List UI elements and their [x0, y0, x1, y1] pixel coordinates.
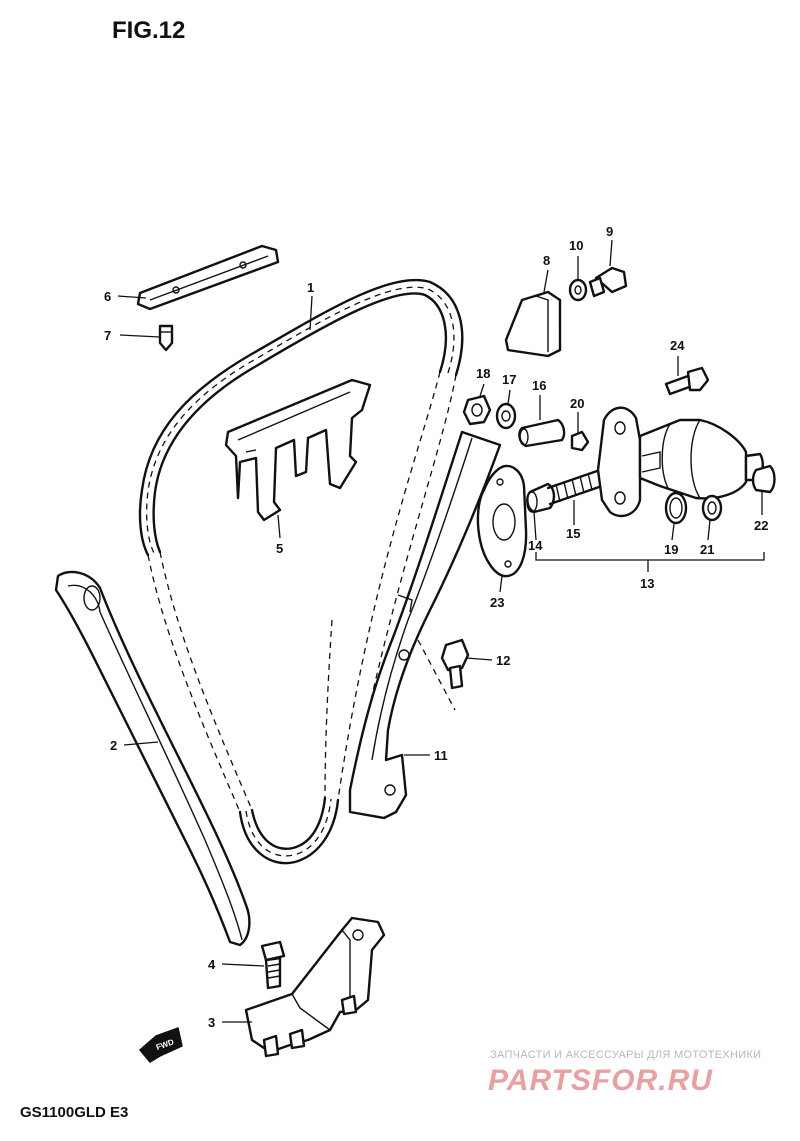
callout-2: 2: [110, 738, 117, 753]
callout-24: 24: [670, 338, 685, 353]
forward-arrow-icon: FWD: [138, 1027, 183, 1063]
watermark-tagline: ЗАПЧАСТИ И АКСЕССУАРЫ ДЛЯ МОТОТЕХНИКИ: [490, 1049, 761, 1061]
part-17-washer: [495, 402, 517, 430]
part-7-bolt: [158, 324, 174, 352]
part-24-bolt: [664, 366, 710, 396]
callout-5: 5: [276, 541, 283, 556]
callout-14: 14: [528, 538, 543, 553]
part-4-bolt: [260, 940, 286, 990]
callout-leaders: [117, 239, 765, 1023]
callout-10: 10: [569, 238, 583, 253]
callout-18: 18: [476, 366, 490, 381]
part-2-tensioner-blade: [54, 570, 251, 947]
callout-7: 7: [104, 328, 111, 343]
callout-4: 4: [208, 957, 216, 972]
callout-6: 6: [104, 289, 111, 304]
callout-11: 11: [434, 748, 448, 763]
part-12-bolt: [417, 638, 470, 711]
part-6-guide-plate: [136, 244, 280, 311]
part-22-cap: [751, 464, 776, 494]
part-16-pin: [518, 418, 566, 448]
part-20-cap: [570, 430, 590, 452]
part-13-tensioner-body: [596, 406, 764, 518]
part-9-bolt: [588, 266, 628, 298]
callout-8: 8: [543, 253, 550, 268]
callout-17: 17: [502, 372, 516, 387]
part-19-o-ring: [664, 491, 688, 525]
part-8-cap: [504, 290, 562, 358]
model-label: GS1100GLD E3: [20, 1104, 128, 1121]
watermark: ЗАПЧАСТИ И АКСЕССУАРЫ ДЛЯ МОТОТЕХНИКИ PA…: [488, 1049, 761, 1097]
part-5-upper-guide: [224, 378, 372, 522]
callout-1: 1: [307, 280, 314, 295]
part-23-gasket: [476, 464, 528, 578]
part-21-seal: [701, 494, 723, 522]
callout-20: 20: [570, 396, 584, 411]
part-1-cam-chain: [138, 278, 464, 865]
callout-3: 3: [208, 1015, 215, 1030]
callout-12: 12: [496, 653, 510, 668]
callout-9: 9: [606, 224, 613, 239]
callout-13: 13: [640, 576, 654, 591]
callout-21: 21: [700, 542, 714, 557]
callout-22: 22: [754, 518, 768, 533]
watermark-brand: PARTSFOR.RU: [488, 1064, 713, 1097]
part-15-spring-shaft: [546, 468, 604, 506]
part-18-nut: [462, 394, 492, 426]
callout-19: 19: [664, 542, 678, 557]
part-11-rear-guide: [348, 430, 502, 820]
callout-16: 16: [532, 378, 546, 393]
figure-title: FIG.12: [112, 17, 185, 44]
callout-23: 23: [490, 595, 504, 610]
part-3-lower-bracket: [244, 916, 386, 1058]
callout-15: 15: [566, 526, 580, 541]
callout-labels: 1 2 3 4 5 6 7 8 9 10 11 12 13 14 15 16 1…: [104, 224, 768, 1030]
part-10-washer: [568, 278, 588, 302]
